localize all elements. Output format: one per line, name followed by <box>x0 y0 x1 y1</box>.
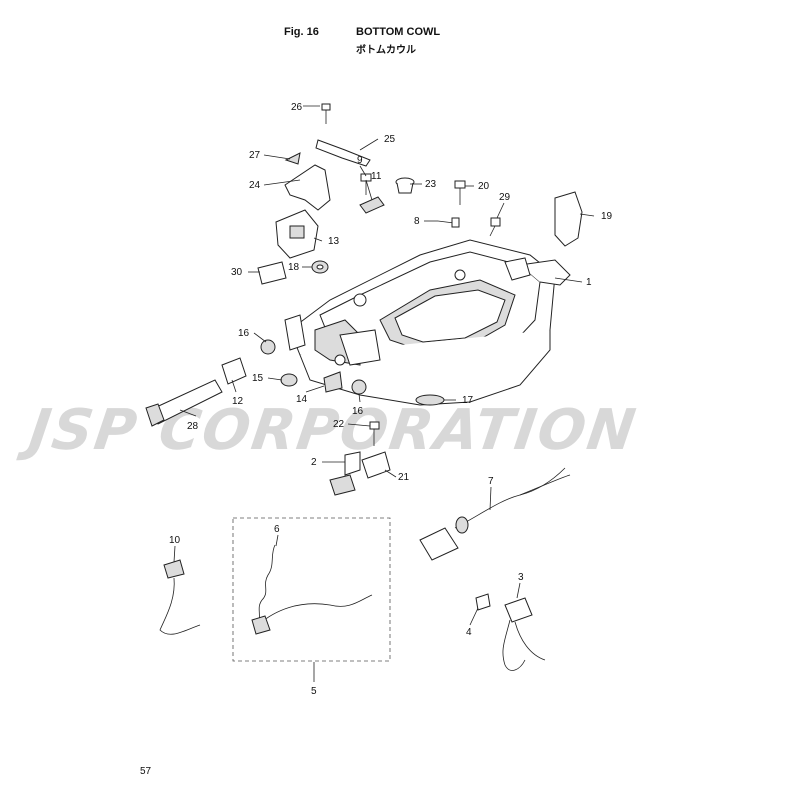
bottom-cowl-part <box>284 239 571 406</box>
callout-22: 22 <box>333 419 345 430</box>
screw-part-22 <box>369 421 380 446</box>
screw-part-8 <box>437 217 460 228</box>
callout-23: 23 <box>425 179 437 190</box>
callout-16-lower: 16 <box>352 406 364 417</box>
page-number: 57 <box>140 766 152 777</box>
callout-20: 20 <box>478 181 490 192</box>
latch-housing-part-13 <box>275 209 319 259</box>
wedge-part-27 <box>284 152 301 165</box>
bracket-plate-part-25 <box>315 139 371 167</box>
callout-25: 25 <box>384 134 396 145</box>
clip-part-14 <box>323 371 343 393</box>
callout-17: 17 <box>462 395 474 406</box>
cable-part-10 <box>159 559 201 635</box>
callout-16-upper: 16 <box>238 328 250 339</box>
hook-bracket-part-24 <box>284 164 331 211</box>
screw-part-29 <box>489 217 501 237</box>
harness-part-7 <box>419 467 571 561</box>
callout-4: 4 <box>466 627 472 638</box>
sleeve-part-12 <box>221 357 247 385</box>
grommet-cap-part-23 <box>395 177 415 194</box>
callout-1: 1 <box>586 277 592 288</box>
figure-number: Fig. 16 <box>284 26 319 38</box>
switch-part-3 <box>502 597 546 671</box>
screw-part-20 <box>454 180 466 205</box>
callout-12: 12 <box>232 396 244 407</box>
kit-boundary-box-5 <box>232 517 391 662</box>
clip-part-4 <box>475 593 491 611</box>
grommet-part-15 <box>280 373 298 387</box>
plug-part-16b <box>351 379 367 395</box>
grommet-part-17 <box>415 394 445 406</box>
screw-part-26 <box>321 103 331 124</box>
callout-6: 6 <box>274 524 280 535</box>
callout-5: 5 <box>311 686 317 697</box>
callout-27: 27 <box>249 150 261 161</box>
grommet-part-18 <box>311 260 329 274</box>
callout-14: 14 <box>296 394 308 405</box>
callout-9: 9 <box>357 155 363 166</box>
callout-21: 21 <box>398 472 410 483</box>
callout-13: 13 <box>328 236 340 247</box>
callout-18: 18 <box>288 262 300 273</box>
callout-7: 7 <box>488 476 494 487</box>
figure-title: BOTTOM COWL <box>356 26 441 38</box>
callout-26: 26 <box>291 102 303 113</box>
callout-30: 30 <box>231 267 243 278</box>
callout-3: 3 <box>518 572 524 583</box>
callout-29: 29 <box>499 192 511 203</box>
callout-28: 28 <box>187 421 199 432</box>
tiller-handle-part-28 <box>145 379 223 427</box>
callout-8: 8 <box>414 216 420 227</box>
lever-part-19 <box>554 191 583 247</box>
callout-11: 11 <box>371 171 382 182</box>
callout-2: 2 <box>311 457 317 468</box>
callout-15: 15 <box>252 373 264 384</box>
callout-24: 24 <box>249 180 261 191</box>
figure-title-japanese: ボトムカウル <box>356 45 416 56</box>
callout-10: 10 <box>169 535 181 546</box>
callout-19: 19 <box>601 211 613 222</box>
lanyard-part-6 <box>251 544 373 635</box>
label-plate-part-30 <box>257 261 287 285</box>
leader-lines <box>173 105 595 682</box>
callout-numbers: 26 25 27 9 24 11 23 20 29 19 8 13 30 18 … <box>169 102 613 697</box>
switch-assembly-part-21 <box>329 451 391 496</box>
plug-part-16a <box>260 339 276 355</box>
